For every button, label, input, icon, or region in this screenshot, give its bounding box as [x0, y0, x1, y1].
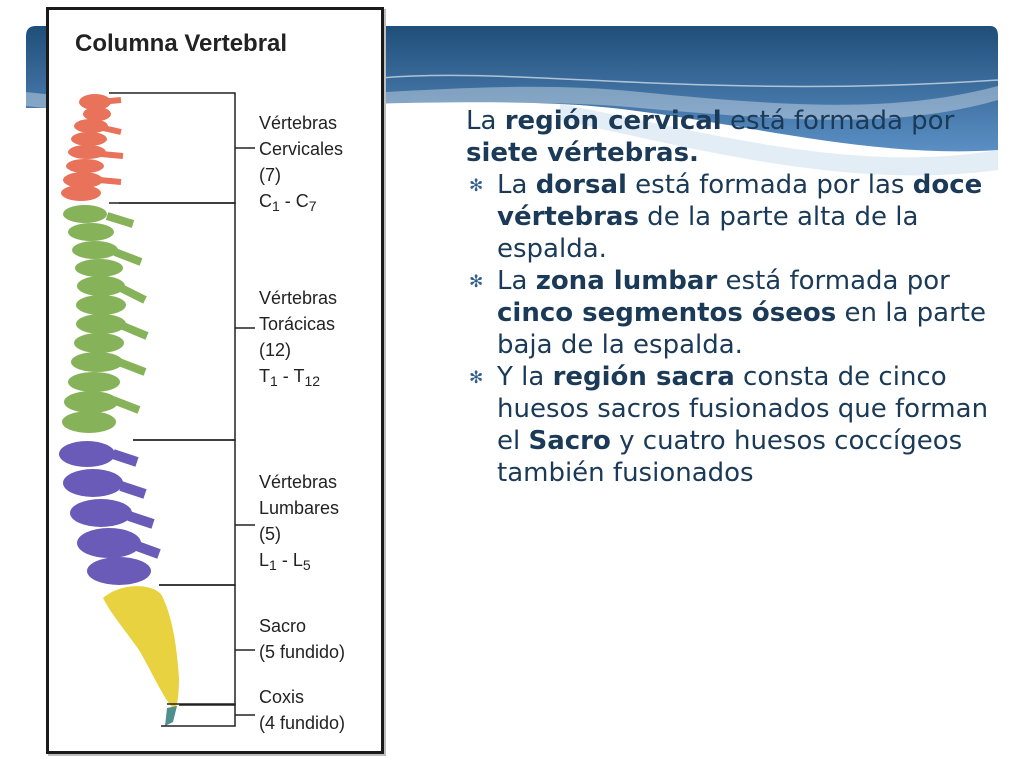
lumbar-label: Vértebras Lumbares (5) L1 - L5: [259, 469, 339, 578]
lumbar-label-name2: Lumbares: [259, 498, 340, 518]
asterisk-icon: ✻: [469, 368, 484, 388]
sacrum-label: Sacro (5 fundido): [259, 613, 345, 665]
coccyx-label: Coxis (4 fundido): [259, 684, 345, 736]
sacrum-label-name: Sacro: [259, 616, 307, 636]
lumbar-vertebrae: [59, 441, 161, 585]
lumbar-label-count: (5): [259, 524, 281, 544]
coccyx-bone: [165, 706, 177, 726]
thoracic-label-name: Vértebras: [259, 288, 338, 308]
thoracic-label-range: T1 - T12: [259, 366, 321, 389]
thoracic-label: Vértebras Torácicas (12) T1 - T12: [259, 285, 337, 394]
cervical-label-name2: Cervicales: [259, 139, 344, 159]
cervical-label-count: (7): [259, 165, 281, 185]
thoracic-label-name2: Torácicas: [259, 314, 336, 334]
segment-brackets: [109, 92, 255, 727]
sacrum-label-count: (5 fundido): [259, 642, 346, 662]
intro-paragraph: La región cervical está formada por siet…: [466, 106, 955, 168]
asterisk-icon: ✻: [469, 272, 484, 292]
cervical-label: Vértebras Cervicales (7) C1 - C7: [259, 110, 343, 219]
cervical-label-name: Vértebras: [259, 113, 338, 133]
lumbar-label-range: L1 - L5: [259, 550, 311, 573]
sacrum-bone: [103, 586, 179, 710]
bullet-lumbar: ✻ La zona lumbar está formada por cinco …: [469, 266, 986, 360]
bullet-dorsal: ✻ La dorsal está formada por las doce vé…: [469, 170, 983, 264]
coccyx-label-count: (4 fundido): [259, 713, 346, 733]
diagram-title: Columna Vertebral: [75, 30, 288, 57]
spine-diagram-panel: Columna Vertebral Vértebras Cervicales (…: [46, 7, 384, 754]
text-panel: La región cervical está formada por siet…: [466, 105, 996, 489]
bullet-sacral: ✻ Y la región sacra consta de cinco hues…: [469, 362, 989, 488]
thoracic-vertebrae: [62, 205, 149, 433]
cervical-vertebrae: [61, 94, 124, 201]
cervical-label-range: C1 - C7: [259, 191, 317, 214]
thoracic-label-count: (12): [259, 340, 292, 360]
coccyx-label-name: Coxis: [259, 687, 305, 707]
spine-illustration: [59, 92, 255, 727]
asterisk-icon: ✻: [469, 176, 484, 196]
lumbar-label-name: Vértebras: [259, 472, 338, 492]
